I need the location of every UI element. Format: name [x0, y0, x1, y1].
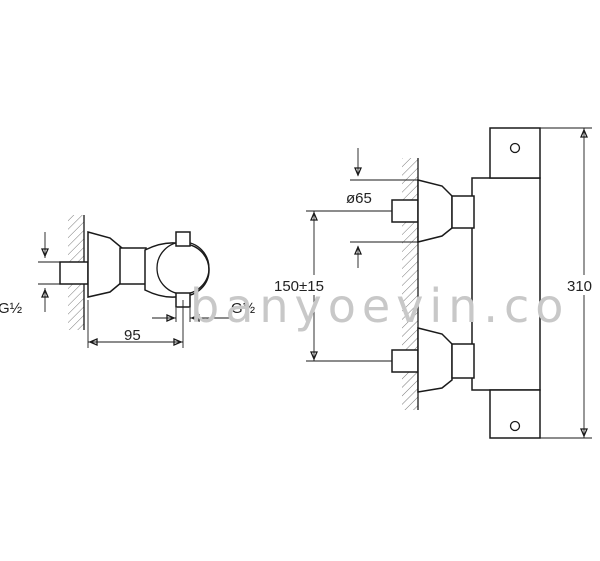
- front-upper-flange: [417, 179, 453, 243]
- front-view: ø65 150±15 310: [272, 127, 600, 439]
- side-depth-label: 95: [124, 327, 141, 344]
- front-upper-neck: [451, 195, 475, 229]
- watermark: banyoevin.co: [190, 279, 569, 333]
- front-main-bar: [471, 177, 541, 391]
- front-lower-inlet: [391, 349, 419, 373]
- front-diameter-label: ø65: [346, 190, 372, 207]
- front-bottom-screw: [509, 420, 521, 432]
- front-upper-inlet: [391, 199, 419, 223]
- side-top-cap: [175, 231, 191, 247]
- front-center-distance-label: 150±15: [274, 278, 324, 295]
- side-neck: [119, 247, 147, 285]
- side-view: G½ G½ 95: [0, 215, 256, 348]
- front-lower-flange: [417, 327, 453, 393]
- side-inlet-pipe: [59, 261, 89, 285]
- side-thread-right-label: G½: [231, 300, 256, 317]
- front-top-screw: [509, 142, 521, 154]
- side-thread-left-label: G½: [0, 300, 23, 317]
- front-height-label: 310: [567, 278, 592, 295]
- side-flange: [87, 231, 123, 298]
- front-lower-neck: [451, 343, 475, 379]
